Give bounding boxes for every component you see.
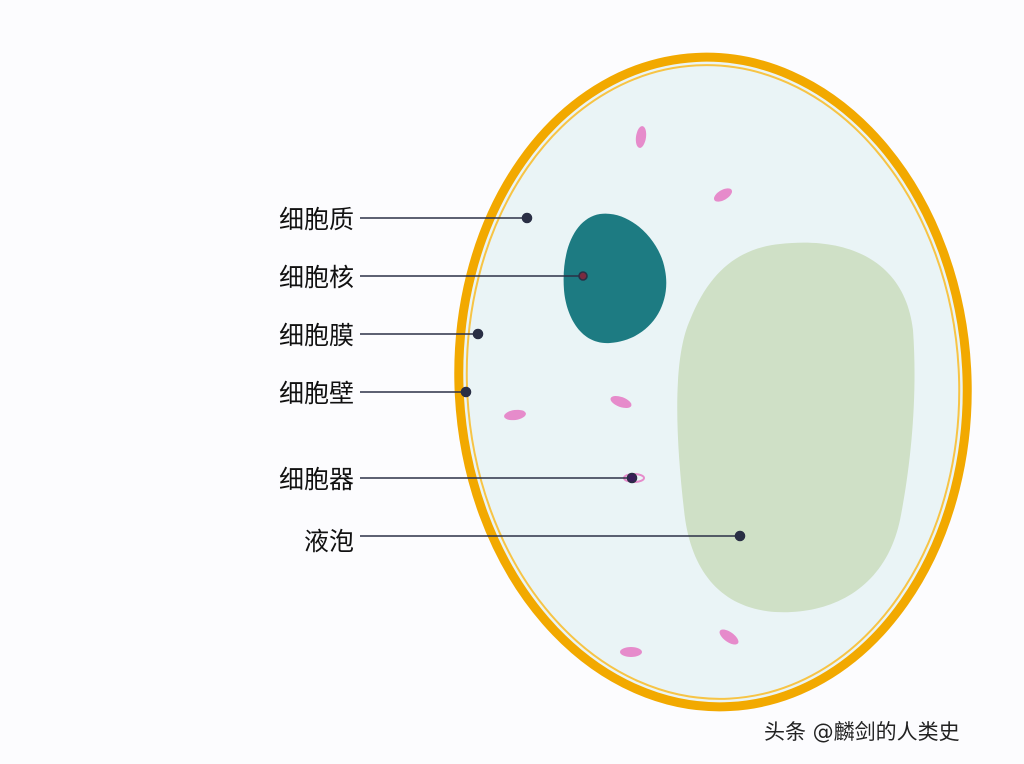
pointer-dot	[734, 530, 746, 542]
watermark: 头条 @麟剑的人类史	[764, 720, 960, 744]
pointer-dot	[521, 212, 533, 224]
nucleus	[563, 213, 667, 344]
organelle	[719, 629, 739, 645]
label-nucleus: 细胞核	[278, 263, 354, 292]
label-vacuole: 液泡	[303, 527, 354, 556]
organelle	[620, 647, 642, 657]
label-organelle: 细胞器	[278, 465, 354, 494]
pointer-dot	[626, 472, 638, 484]
pointer-dot	[472, 328, 484, 340]
organelle	[504, 409, 526, 421]
organelle	[610, 395, 632, 409]
organelle	[635, 126, 647, 148]
label-cytoplasm: 细胞质	[278, 205, 354, 234]
organelle	[713, 188, 733, 202]
pointer-dot	[578, 271, 588, 281]
leader-lines	[360, 212, 746, 542]
label-cell-membrane: 细胞膜	[278, 321, 354, 350]
label-cell-wall: 细胞壁	[278, 379, 354, 408]
pointer-dot	[460, 386, 472, 398]
vacuole	[677, 242, 915, 613]
